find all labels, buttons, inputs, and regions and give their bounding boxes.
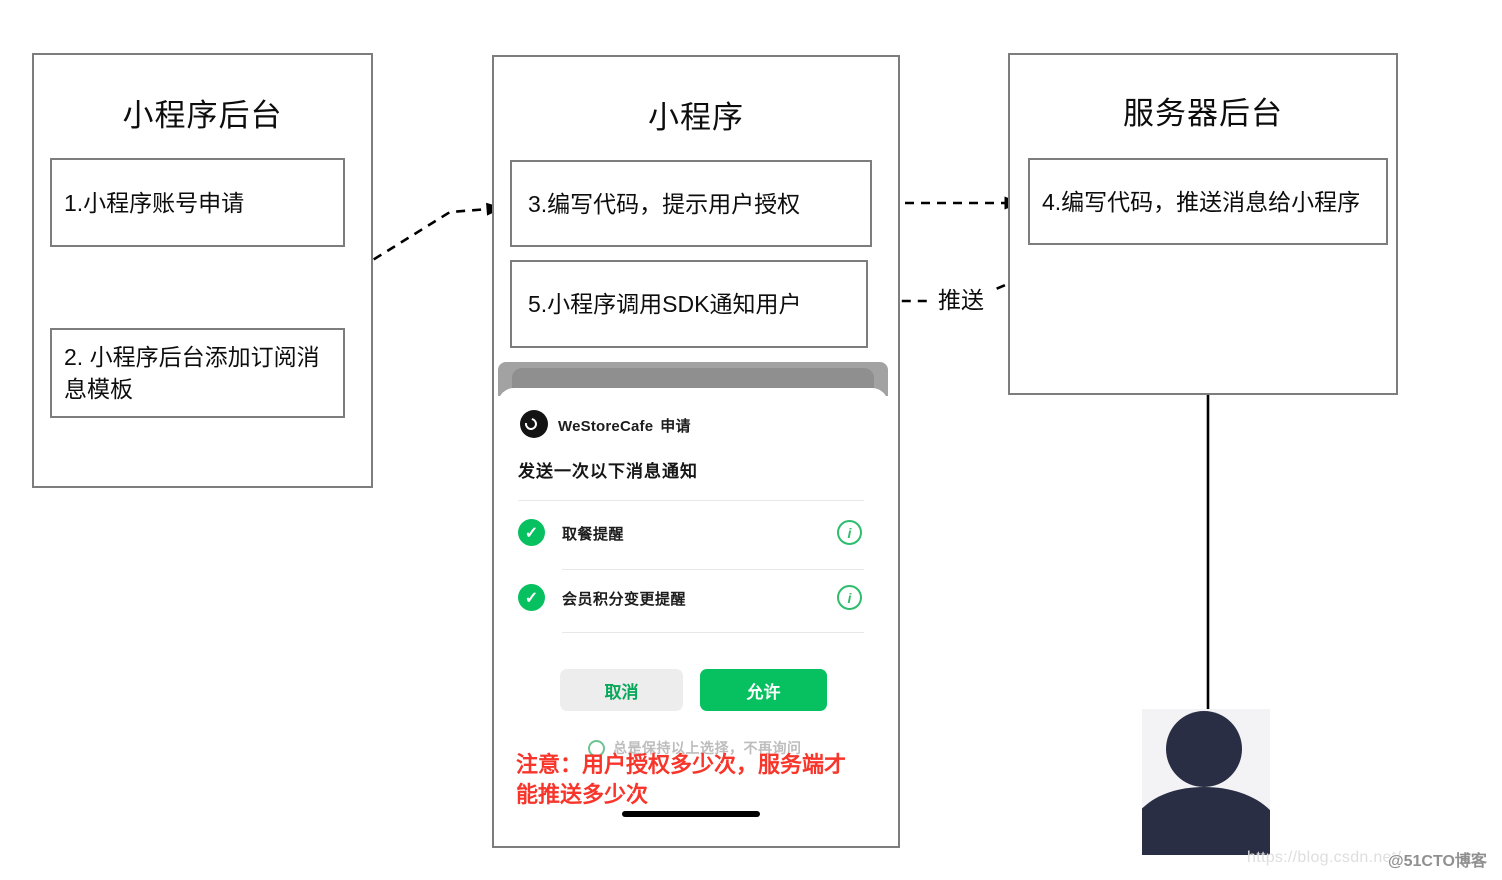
panel-title-miniprogram: 小程序 xyxy=(648,100,744,135)
divider xyxy=(518,500,864,501)
notification-label: 取餐提醒 xyxy=(562,526,625,543)
panel-miniprogram-backend: 小程序后台 xyxy=(32,53,373,488)
notification-row-points: ✓ 会员积分变更提醒 i xyxy=(498,584,888,618)
person-icon xyxy=(1124,709,1288,855)
authorization-bottom-sheet: WeStoreCafe 申请 发送一次以下消息通知 ✓ 取餐提醒 i ✓ 会员积分… xyxy=(498,388,888,820)
allow-button[interactable]: 允许 xyxy=(700,669,827,711)
request-action-label: 申请 xyxy=(660,418,691,435)
check-glyph: ✓ xyxy=(524,524,539,542)
remember-radio-icon[interactable] xyxy=(588,739,605,757)
panel-title-miniprogram-backend: 小程序后台 xyxy=(122,98,283,133)
step-1-label: 1.小程序账号申请 xyxy=(64,189,245,216)
remember-choice-label: 总是保持以上选择，不再询问 xyxy=(613,740,802,756)
watermark-url: https://blog.csdn.net/ xyxy=(1247,849,1402,866)
step-5-label: 5.小程序调用SDK通知用户 xyxy=(528,291,802,317)
step-4-label: 4.编写代码，推送消息给小程序 xyxy=(1042,188,1361,215)
info-glyph: i xyxy=(847,589,852,606)
step-3-label: 3.编写代码，提示用户授权 xyxy=(528,190,801,217)
app-name: WeStoreCafe xyxy=(558,418,654,435)
sheet-subtitle: 发送一次以下消息通知 xyxy=(518,462,698,481)
westorecafe-logo-icon xyxy=(520,410,548,438)
divider xyxy=(562,632,864,633)
cancel-button[interactable]: 取消 xyxy=(560,669,683,711)
divider xyxy=(562,569,864,570)
remember-choice-row: 总是保持以上选择，不再询问 xyxy=(588,738,802,758)
panel-title-server-backend: 服务器后台 xyxy=(1123,96,1283,131)
step-2-label: 2. 小程序后台添加订阅消息模板 xyxy=(64,344,320,402)
step-box-1: 1.小程序账号申请 xyxy=(50,158,345,247)
checkbox-checked-icon[interactable]: ✓ xyxy=(518,584,545,611)
info-icon[interactable]: i xyxy=(837,585,862,610)
info-icon[interactable]: i xyxy=(837,520,862,545)
step-box-5: 5.小程序调用SDK通知用户 xyxy=(510,260,868,348)
user-figure xyxy=(1124,709,1288,860)
info-glyph: i xyxy=(847,524,852,541)
step-box-3: 3.编写代码，提示用户授权 xyxy=(510,160,872,247)
notification-row-pickup: ✓ 取餐提醒 i xyxy=(498,519,888,553)
watermark-handle: @51CTO博客 xyxy=(1388,853,1487,870)
sheet-header-line: WeStoreCafe 申请 xyxy=(558,415,691,436)
step-box-2: 2. 小程序后台添加订阅消息模板 xyxy=(50,328,345,418)
home-indicator-bar xyxy=(622,811,760,817)
push-arrow-label: 推送 xyxy=(930,283,992,313)
notification-label: 会员积分变更提醒 xyxy=(562,591,687,608)
logo-mark-icon xyxy=(522,415,540,433)
annotation-note: 注意：用户授权多少次，服务端才能推送多少次 xyxy=(516,752,847,807)
step-box-4: 4.编写代码，推送消息给小程序 xyxy=(1028,158,1388,245)
checkbox-checked-icon[interactable]: ✓ xyxy=(518,519,545,546)
check-glyph: ✓ xyxy=(524,589,539,607)
